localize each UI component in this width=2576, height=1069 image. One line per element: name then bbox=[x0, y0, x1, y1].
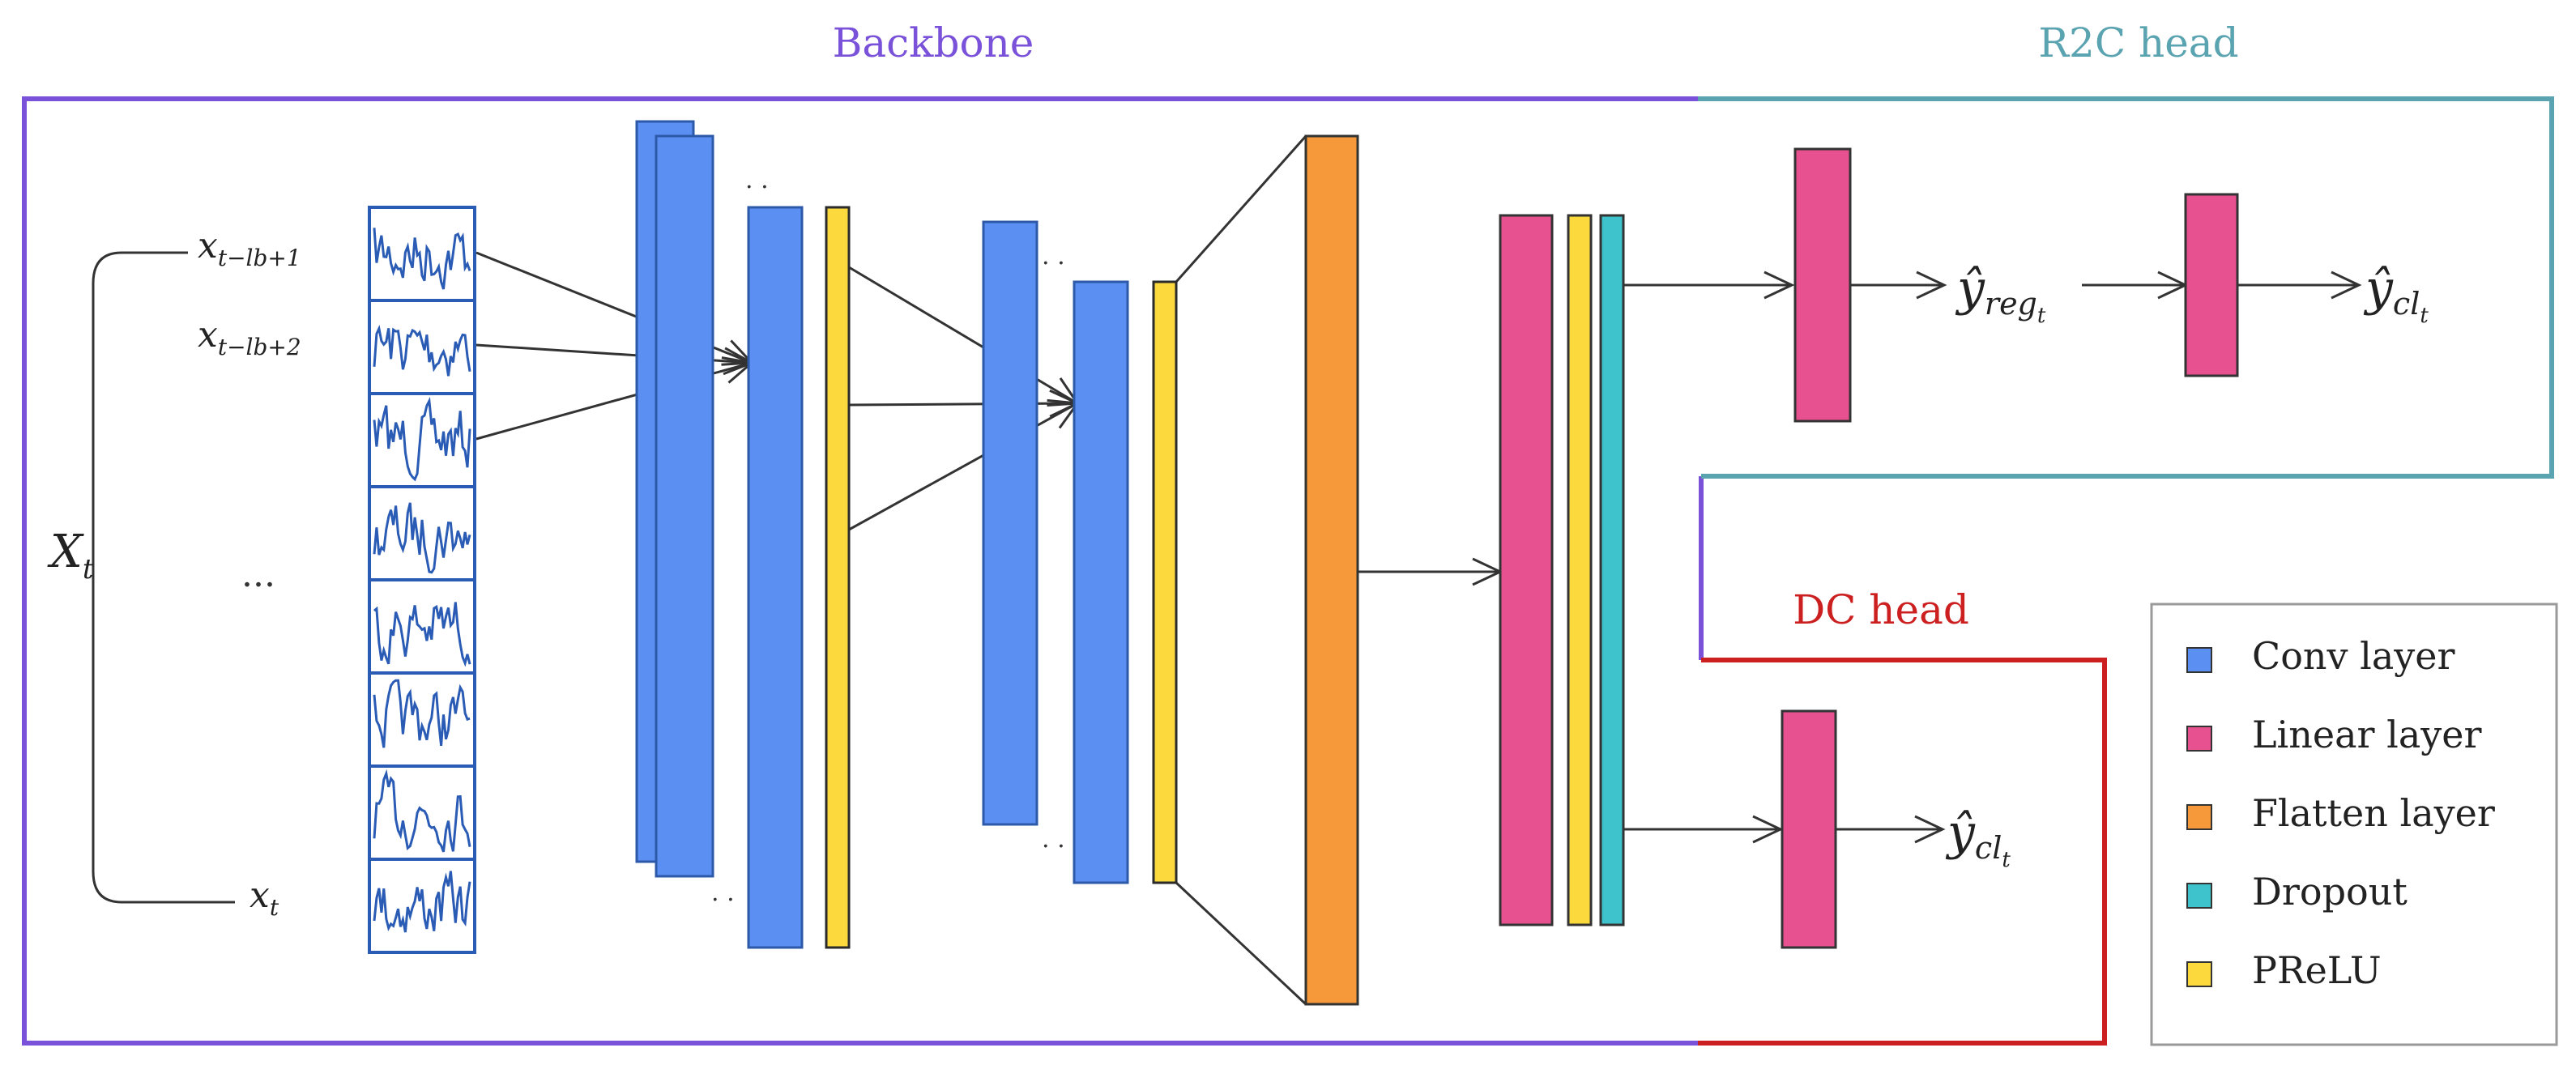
prelu-layer bbox=[825, 206, 851, 949]
legend-swatch-flatten bbox=[2186, 804, 2212, 830]
legend-label-dropout: Dropout bbox=[2252, 870, 2408, 914]
linear-layer bbox=[1499, 214, 1554, 926]
backbone-title: Backbone bbox=[833, 19, 1034, 66]
stack-ellipsis: . . bbox=[1042, 825, 1065, 854]
conv-layer bbox=[1073, 280, 1129, 884]
prelu-layer bbox=[1152, 280, 1178, 884]
conv-layer bbox=[655, 134, 714, 878]
dc-head-border bbox=[1698, 658, 2107, 1046]
legend-box bbox=[2150, 603, 2558, 1046]
input-cell bbox=[368, 392, 476, 488]
conv-layer bbox=[747, 206, 804, 949]
backbone-border bbox=[22, 96, 1704, 1046]
linear-layer bbox=[1781, 709, 1837, 949]
legend: Conv layer Linear layer Flatten layer Dr… bbox=[2150, 603, 2558, 1046]
signal-trace bbox=[373, 502, 471, 574]
row-label-last: xt bbox=[249, 875, 279, 921]
matrix-label: Xt bbox=[47, 526, 94, 586]
signal-trace bbox=[373, 679, 471, 748]
input-cell bbox=[368, 206, 476, 302]
stack-ellipsis: . . bbox=[1042, 242, 1065, 270]
output-cl-r2c: ŷclt bbox=[2363, 260, 2429, 328]
prelu-layer bbox=[1567, 214, 1593, 926]
signal-trace bbox=[373, 325, 471, 377]
row-label-1: xt−lb+1 bbox=[198, 225, 301, 271]
r2c-head-title: R2C head bbox=[2038, 19, 2238, 66]
output-cl-dc: ŷclt bbox=[1945, 804, 2011, 872]
input-cell bbox=[368, 299, 476, 395]
linear-layer bbox=[1793, 147, 1852, 423]
signal-trace bbox=[373, 228, 471, 290]
signal-trace bbox=[373, 871, 471, 933]
signal-trace bbox=[373, 769, 471, 853]
input-ellipsis: ... bbox=[241, 554, 275, 595]
r2c-head-border bbox=[1698, 96, 2554, 479]
dropout-layer bbox=[1599, 214, 1625, 926]
signal-trace bbox=[373, 602, 471, 667]
input-brace bbox=[92, 251, 235, 904]
legend-label-linear: Linear layer bbox=[2252, 713, 2481, 756]
legend-swatch-conv bbox=[2186, 647, 2212, 673]
linear-layer bbox=[2184, 193, 2239, 377]
legend-swatch-dropout bbox=[2186, 883, 2212, 909]
flatten-layer bbox=[1304, 134, 1359, 1006]
output-reg: ŷregt bbox=[1955, 260, 2046, 328]
stack-ellipsis: . . bbox=[745, 166, 769, 194]
legend-label-prelu: PReLU bbox=[2252, 948, 2382, 992]
input-cell bbox=[368, 764, 476, 861]
legend-label-conv: Conv layer bbox=[2252, 634, 2454, 678]
stack-ellipsis: . . bbox=[711, 879, 735, 907]
row-label-2: xt−lb+2 bbox=[198, 314, 301, 360]
signal-trace bbox=[373, 397, 471, 482]
legend-swatch-linear bbox=[2186, 726, 2212, 752]
input-time-series bbox=[368, 206, 476, 954]
legend-swatch-prelu bbox=[2186, 961, 2212, 987]
legend-label-flatten: Flatten layer bbox=[2252, 791, 2495, 835]
dc-head-title: DC head bbox=[1793, 586, 1969, 633]
conv-layer bbox=[982, 220, 1039, 826]
